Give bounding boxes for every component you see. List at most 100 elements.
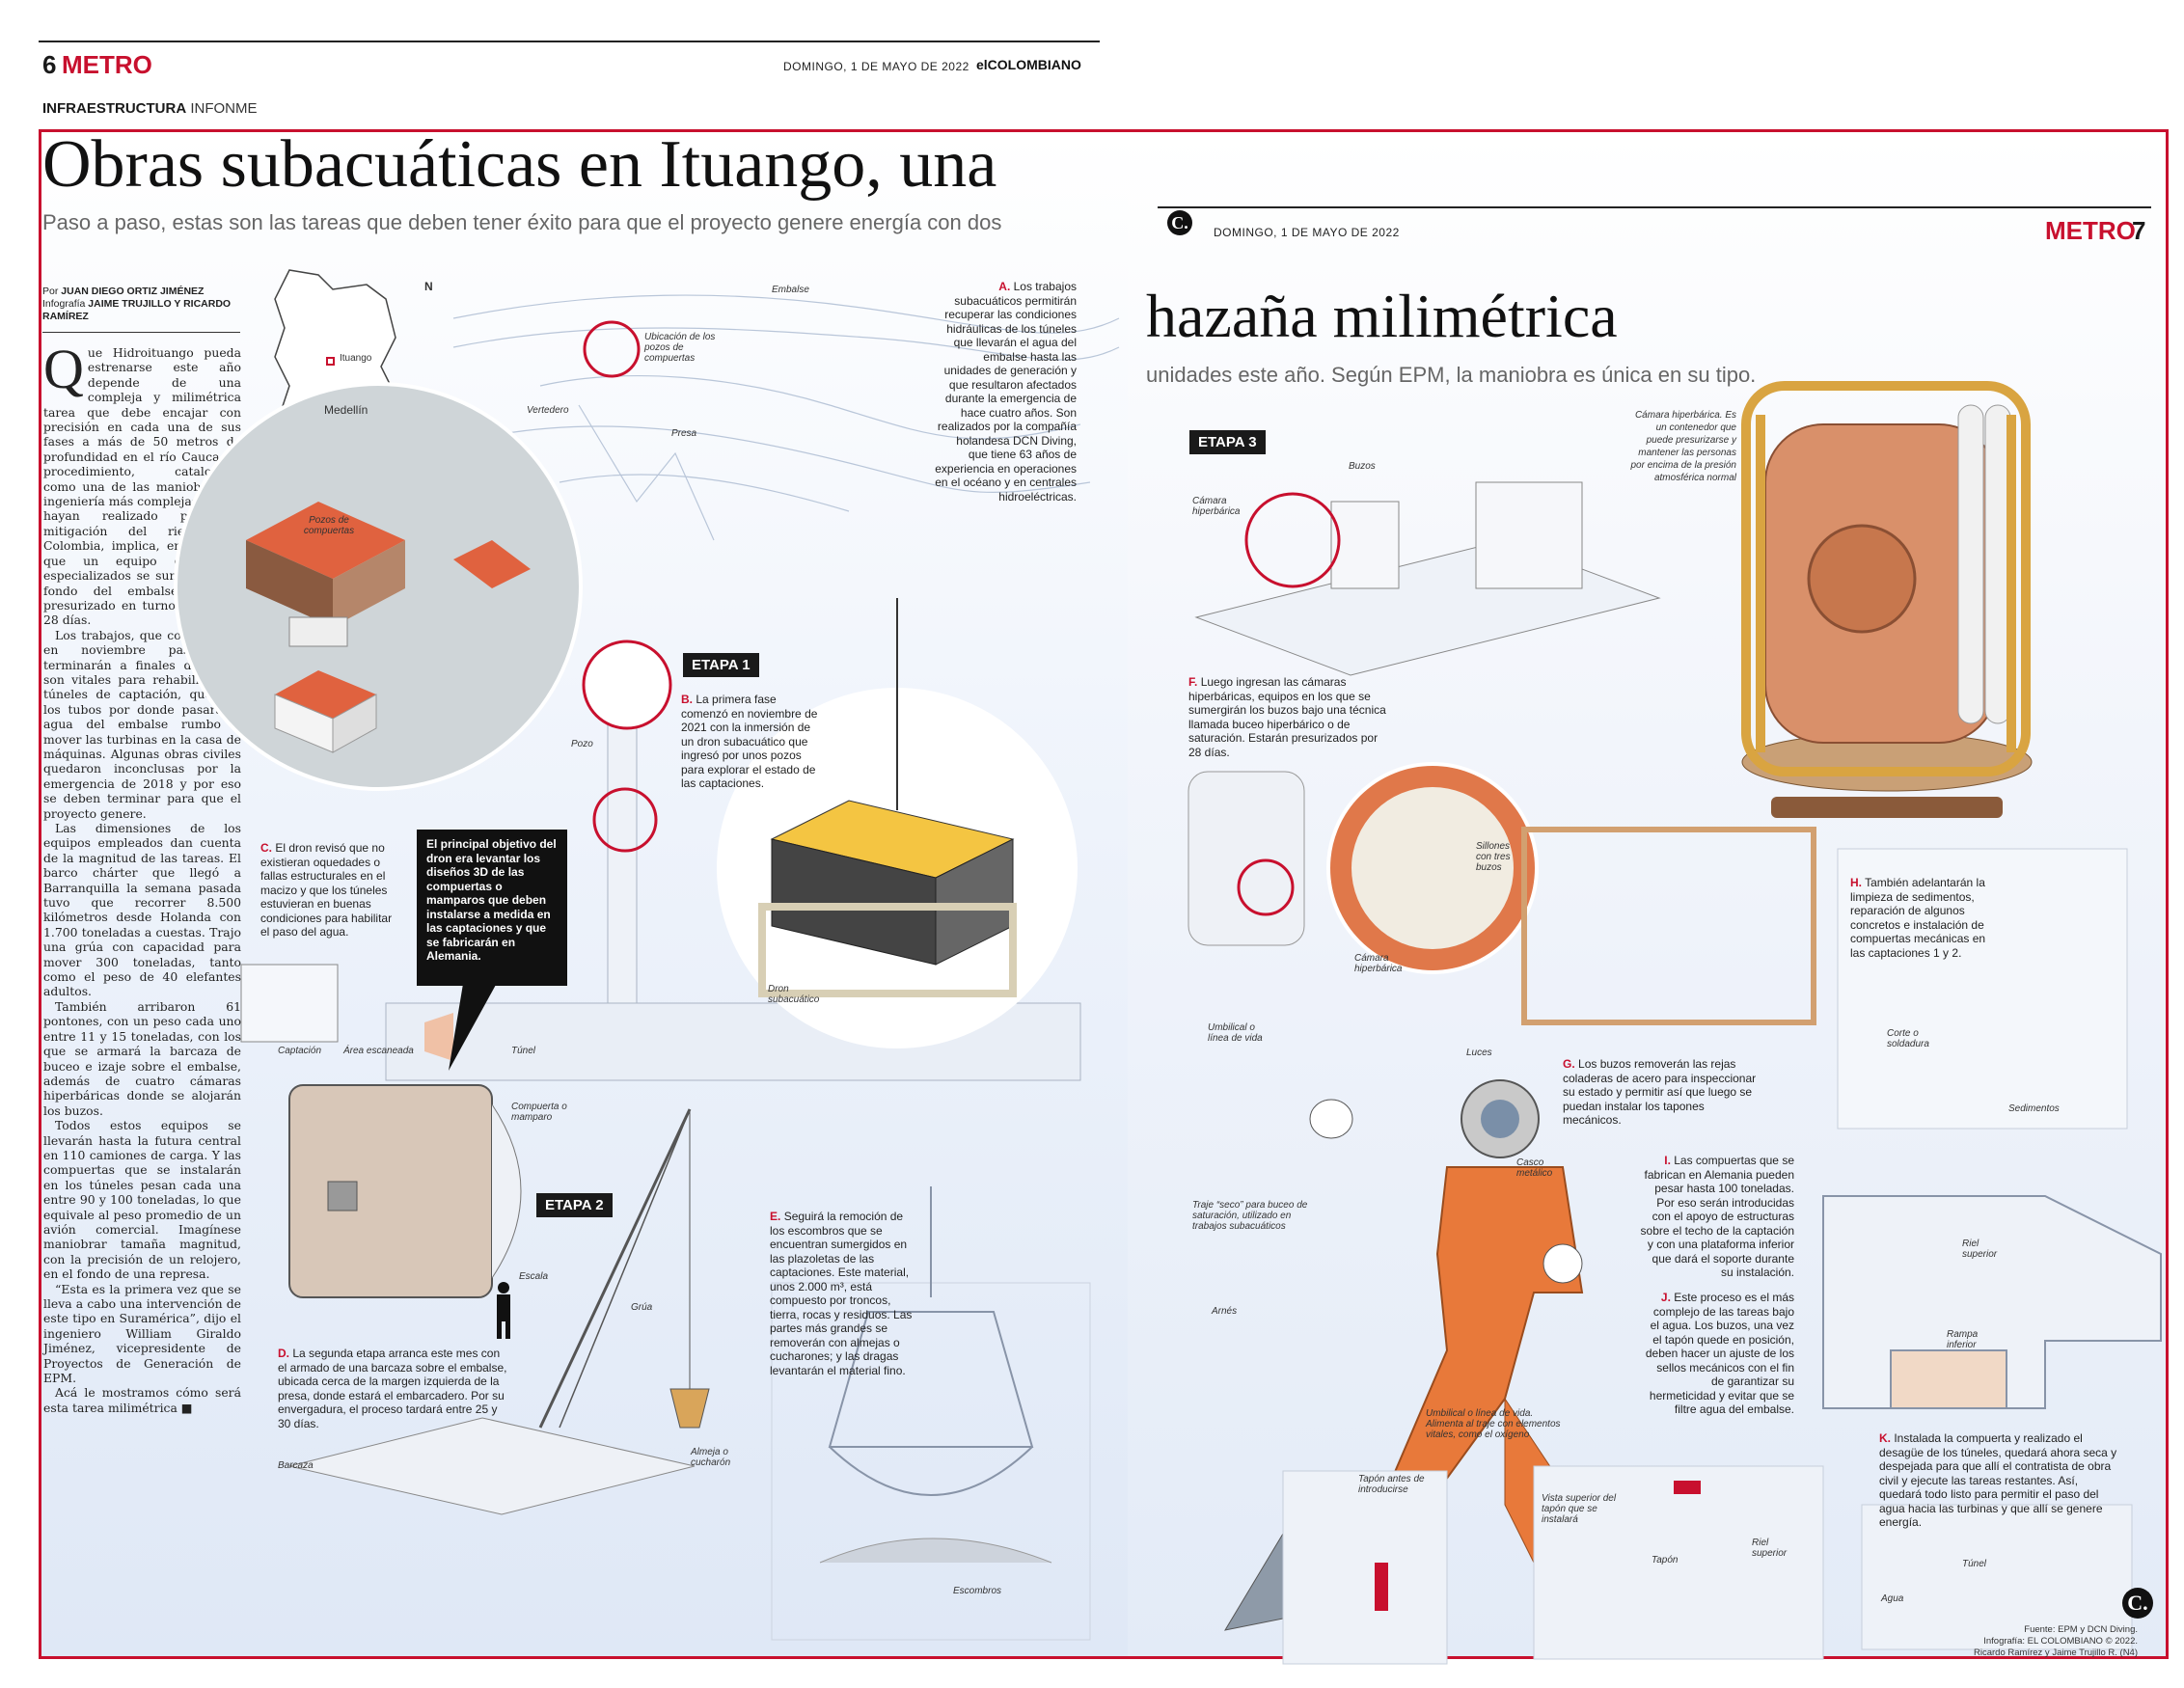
callout-g: G. Los buzos removerán las rejas colader… [1563, 1057, 1765, 1128]
plug-panel-1 [1282, 1470, 1448, 1665]
credit-line-3: Ricardo Ramírez y Jaime Trujillo R. (N4) [1974, 1647, 2138, 1658]
label-almeja: Almeja o cucharón [691, 1447, 731, 1468]
body-paragraph: Las dimensiones de los equipos empleados… [43, 821, 241, 999]
diving-barge [1194, 481, 1661, 676]
callout-letter: F. [1188, 675, 1198, 689]
label-escombros: Escombros [953, 1586, 1002, 1596]
callout-letter: G. [1563, 1057, 1575, 1071]
left-header-rule [39, 41, 1100, 42]
label-umbilical: Umbilical o línea de vida [1208, 1022, 1263, 1044]
left-section-name: METRO [62, 50, 152, 79]
hyperbaric-chamber-note: Cámara hiperbárica. Es un contenedor que… [1630, 410, 1736, 483]
label-tunel: Túnel [511, 1046, 536, 1056]
gate-install-scene [1822, 1195, 2162, 1409]
callout-letter: E. [770, 1210, 781, 1223]
callout-text: Este proceso es el más complejo de las t… [1645, 1291, 1794, 1416]
body-paragraph: Los trabajos, que comenzaron en noviembr… [43, 627, 241, 821]
callout-text: Los buzos removerán las rejas coladeras … [1563, 1057, 1757, 1127]
label-traje: Traje “seco” para buceo de saturación, u… [1192, 1200, 1308, 1232]
credit-line-2: Infografía: EL COLOMBIANO © 2022. [1983, 1636, 2138, 1647]
deck-right: unidades este año. Según EPM, la maniobr… [1146, 363, 1757, 387]
grate-frame [1521, 827, 1816, 1025]
map-north-label: N [424, 280, 433, 293]
callout-letter: C. [260, 841, 272, 855]
callout-j: J. Este proceso es el más complejo de la… [1642, 1291, 1794, 1417]
headline-left: Obras subacuáticas en Ituango, una [42, 127, 997, 202]
label-embalse: Embalse [772, 285, 809, 295]
label-riel-superior-2: Riel superior [1752, 1538, 1788, 1559]
label-rampa-inferior: Rampa inferior [1947, 1329, 1979, 1350]
label-umbilical-2: Umbilical o línea de vida. Alimenta al t… [1426, 1408, 1561, 1440]
label-buzos: Buzos [1349, 461, 1376, 472]
etapa-1-badge: ETAPA 1 [683, 653, 759, 677]
label-casco: Casco metálico [1516, 1157, 1553, 1179]
callout-letter: K. [1879, 1431, 1891, 1445]
byline: Por JUAN DIEGO ORTIZ JIMÉNEZ Infografía … [42, 286, 245, 323]
article-body: Q ue Hidroituango pueda estrenarse este … [43, 338, 241, 1415]
left-page-number: 6 [42, 50, 57, 79]
label-pozos: Pozos de compuertas [303, 515, 355, 536]
right-header-rule [1158, 206, 2151, 208]
label-escala: Escala [519, 1271, 549, 1282]
chamber-exterior [1188, 771, 1305, 946]
left-dateline: DOMINGO, 1 DE MAYO DE 2022 [783, 60, 969, 73]
label-vertedero: Vertedero [527, 405, 569, 416]
scale-person [497, 1282, 510, 1339]
label-riel-superior: Riel superior [1962, 1239, 1998, 1260]
callout-letter: D. [278, 1347, 289, 1360]
deck-left: Paso a paso, estas son las tareas que de… [42, 210, 1002, 234]
body-paragraph: ue Hidroituango pueda estrenarse este añ… [43, 345, 241, 628]
callout-letter: J. [1660, 1291, 1671, 1304]
callout-text: Las compuertas que se fabrican en Aleman… [1640, 1154, 1794, 1279]
callout-f: F. Luego ingresan las cámaras hiperbáric… [1188, 675, 1391, 759]
callout-b: B. La primera fase comenzó en noviembre … [681, 693, 824, 791]
map-city-ituango: Ituango [340, 353, 372, 364]
terrain-sketch [452, 294, 1120, 541]
right-page-number: 7 [2132, 216, 2146, 245]
callout-d: D. La segunda etapa arranca este mes con… [278, 1347, 511, 1430]
plug-panel-2 [1533, 1465, 1824, 1660]
drone-illustration [758, 598, 1017, 997]
label-corte: Corte o soldadura [1887, 1028, 1929, 1049]
label-arnes: Arnés [1212, 1306, 1238, 1317]
plug-red-bar [1375, 1563, 1388, 1611]
right-section-name: METRO [2045, 216, 2136, 245]
label-camara-hiperbarica: Cámara hiperbárica [1192, 496, 1241, 517]
callout-letter: B. [681, 693, 693, 706]
crane-and-barge [288, 1108, 710, 1515]
gate-illustration [288, 1084, 522, 1298]
dropcap: Q [43, 338, 84, 400]
body-paragraph: Todos estos equipos se llevarán hasta la… [43, 1118, 241, 1282]
body-paragraph: Acá le mostramos cómo será esta tarea mi… [43, 1385, 241, 1415]
credit-line-1: Fuente: EPM y DCN Diving. [2024, 1624, 2138, 1635]
hyperbaric-ring-small [1244, 492, 1341, 588]
callout-text: Seguirá la remoción de los escombros que… [770, 1210, 913, 1377]
kicker-section: INFRAESTRUCTURA [42, 100, 187, 117]
label-tunel-2: Túnel [1962, 1559, 1987, 1569]
left-brand: elCOLOMBIANO [976, 57, 1081, 72]
label-presa: Presa [671, 428, 697, 439]
drone-objective-box: El principal objetivo del dron era levan… [417, 830, 567, 986]
callout-a: A. Los trabajos subacuáticos permitirán … [934, 280, 1077, 504]
headline-right: hazaña milimétrica [1146, 282, 1618, 350]
plug-red-marker [1674, 1481, 1701, 1494]
location-ring [583, 320, 641, 378]
chamber-interior-window [1351, 787, 1514, 949]
label-area-escaneada: Área escaneada [343, 1046, 414, 1056]
shaft-top-ring [582, 640, 672, 730]
label-captacion: Captación [278, 1046, 322, 1056]
tunnel-panel [1861, 1504, 2133, 1650]
label-agua: Agua [1881, 1593, 1904, 1604]
callout-text: La primera fase comenzó en noviembre de … [681, 693, 818, 790]
callout-letter: I. [1664, 1154, 1671, 1167]
callout-letter: A. [998, 280, 1011, 293]
work-scene-panel [1837, 848, 2128, 1130]
footer-brand-logo: C. [2122, 1588, 2153, 1619]
callout-text: Instalada la compuerta y realizado el de… [1879, 1431, 2117, 1529]
label-camara-hiperbarica-2: Cámara hiperbárica [1354, 953, 1403, 974]
callout-e: E. Seguirá la remoción de los escombros … [770, 1210, 920, 1377]
kicker-type: INFONME [190, 100, 258, 117]
callout-k: K. Instalada la compuerta y realizado el… [1879, 1431, 2120, 1530]
label-sedimentos: Sedimentos [2008, 1103, 2060, 1114]
label-tapon: Tapón [1652, 1555, 1679, 1565]
